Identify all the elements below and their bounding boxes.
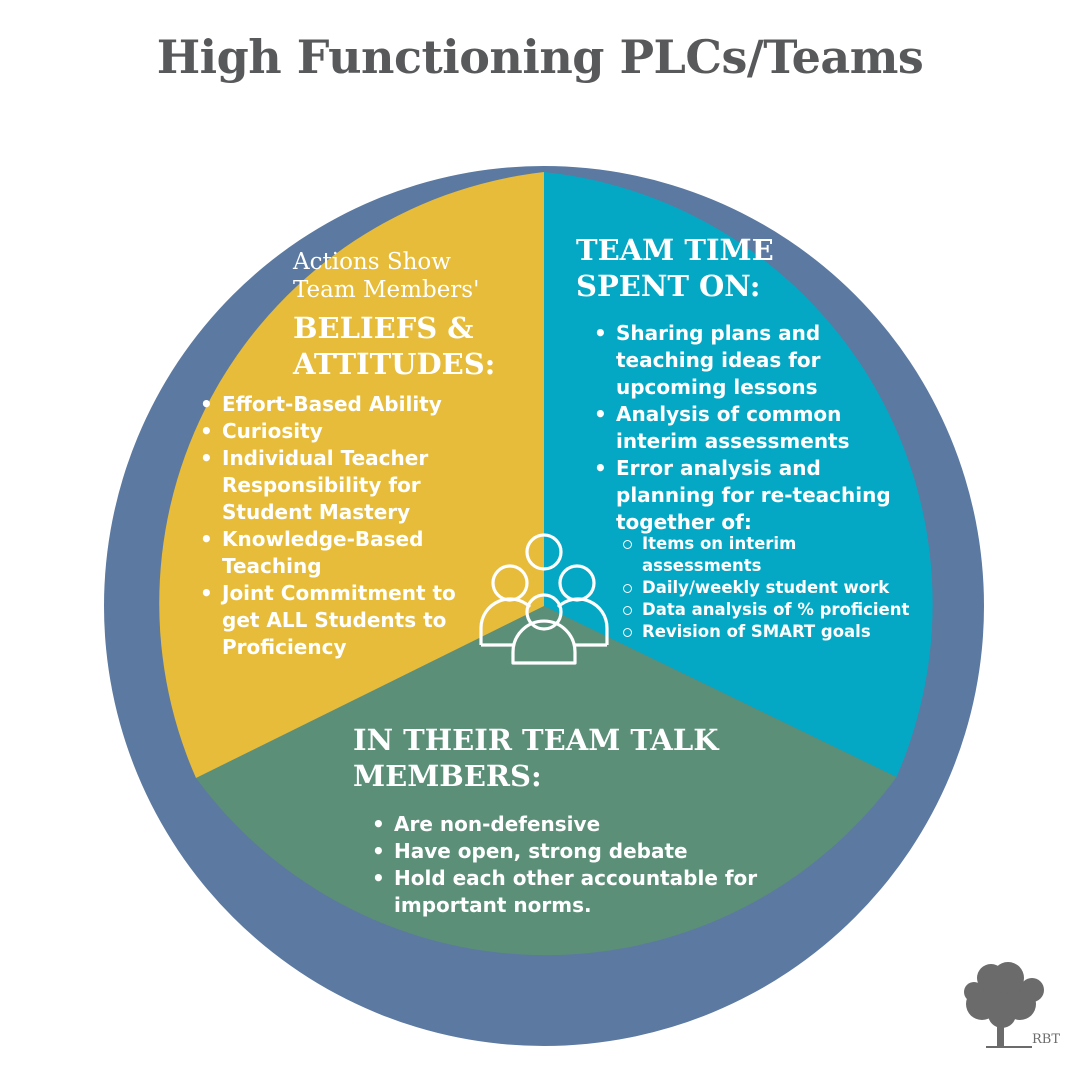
talk-heading: IN THEIR TEAM TALK: [353, 723, 719, 757]
beliefs-heading: ATTITUDES:: [293, 347, 496, 381]
beliefs-heading: BELIEFS &: [293, 311, 474, 345]
talk-heading: MEMBERS:: [353, 759, 542, 793]
people-group-icon: [479, 533, 609, 665]
list-item: Individual Teacher Responsibility for St…: [198, 445, 463, 526]
list-item: Have open, strong debate: [370, 838, 790, 865]
beliefs-section: Actions Show Team Members' BELIEFS & ATT…: [293, 248, 533, 382]
page-title: High Functioning PLCs/Teams: [156, 30, 924, 84]
time-heading: TEAM TIME: [576, 233, 774, 267]
list-item: Daily/weekly student work: [620, 577, 920, 599]
list-item: Error analysis and planning for re-teach…: [592, 455, 912, 536]
time-list: Sharing plans and teaching ideas for upc…: [592, 320, 912, 536]
list-item: Data analysis of % proficient: [620, 599, 920, 621]
list-item: Revision of SMART goals: [620, 621, 920, 643]
list-item: Curiosity: [198, 418, 463, 445]
logo-text: RBT: [1032, 1032, 1060, 1047]
beliefs-pre-line: Team Members': [293, 277, 480, 303]
list-item: Effort-Based Ability: [198, 391, 463, 418]
list-item: Knowledge-Based Teaching: [198, 526, 463, 580]
list-item: Joint Commitment to get ALL Students to …: [198, 580, 463, 661]
tree-icon: [964, 962, 1044, 1048]
talk-list: Are non-defensive Have open, strong deba…: [370, 811, 790, 919]
time-section: TEAM TIME SPENT ON:: [576, 232, 896, 304]
talk-section: IN THEIR TEAM TALK MEMBERS:: [353, 722, 773, 794]
list-item: Hold each other accountable for importan…: [370, 865, 790, 919]
beliefs-pre-line: Actions Show: [293, 249, 451, 275]
list-item: Are non-defensive: [370, 811, 790, 838]
beliefs-list: Effort-Based Ability Curiosity Individua…: [198, 391, 463, 661]
list-item: Items on interim assessments: [620, 533, 920, 577]
list-item: Analysis of common interim assessments: [592, 401, 912, 455]
list-item: Sharing plans and teaching ideas for upc…: [592, 320, 912, 401]
time-heading: SPENT ON:: [576, 269, 761, 303]
time-sublist: Items on interim assessments Daily/weekl…: [620, 533, 920, 643]
